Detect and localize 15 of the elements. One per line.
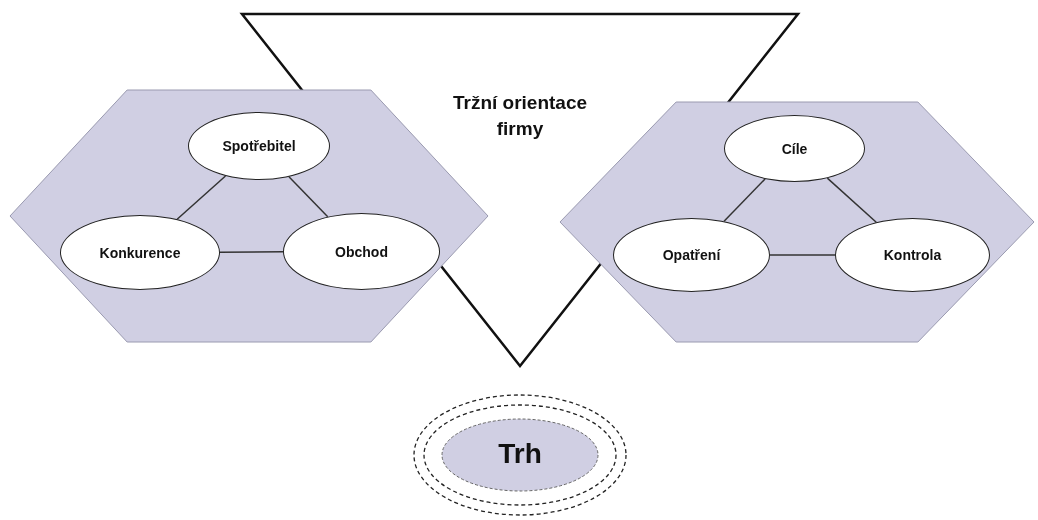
connector-line <box>288 176 329 218</box>
node-label: Trh <box>497 438 543 470</box>
node-label: Kontrola <box>883 247 942 263</box>
node-label: Cíle <box>781 140 808 157</box>
connector-line <box>219 251 284 253</box>
node-label: Opatření <box>662 247 721 263</box>
market-ellipse <box>412 393 628 517</box>
node-label: Spotřebitel <box>222 138 296 154</box>
node-label: Obchod <box>335 243 388 260</box>
node-label: Tržní orientace firmy <box>451 91 589 141</box>
connector-line <box>176 175 227 221</box>
connector-line <box>769 254 836 256</box>
connector-line <box>723 178 766 223</box>
connector-line <box>826 177 877 224</box>
node-label: Konkurence <box>99 244 181 261</box>
